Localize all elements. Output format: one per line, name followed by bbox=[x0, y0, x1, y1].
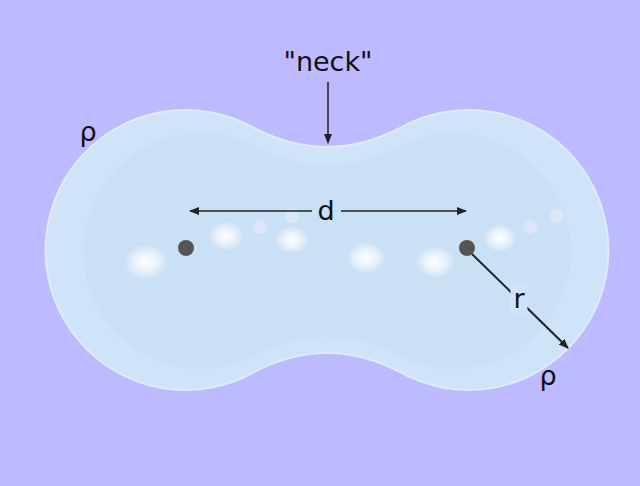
radius-line bbox=[472, 254, 568, 348]
radius-label: r bbox=[510, 284, 527, 314]
highlights bbox=[124, 209, 564, 280]
drop-outline bbox=[46, 110, 609, 390]
density-label: ρ bbox=[76, 117, 99, 147]
dimension-line bbox=[341, 210, 466, 212]
neck-label: "neck" bbox=[280, 47, 375, 77]
inner-shade bbox=[83, 133, 571, 369]
distance-label: d bbox=[314, 196, 337, 226]
center-dot bbox=[178, 240, 194, 256]
dimension-line bbox=[190, 210, 312, 212]
leader-arrow bbox=[327, 82, 329, 143]
density-label: ρ bbox=[536, 361, 559, 391]
